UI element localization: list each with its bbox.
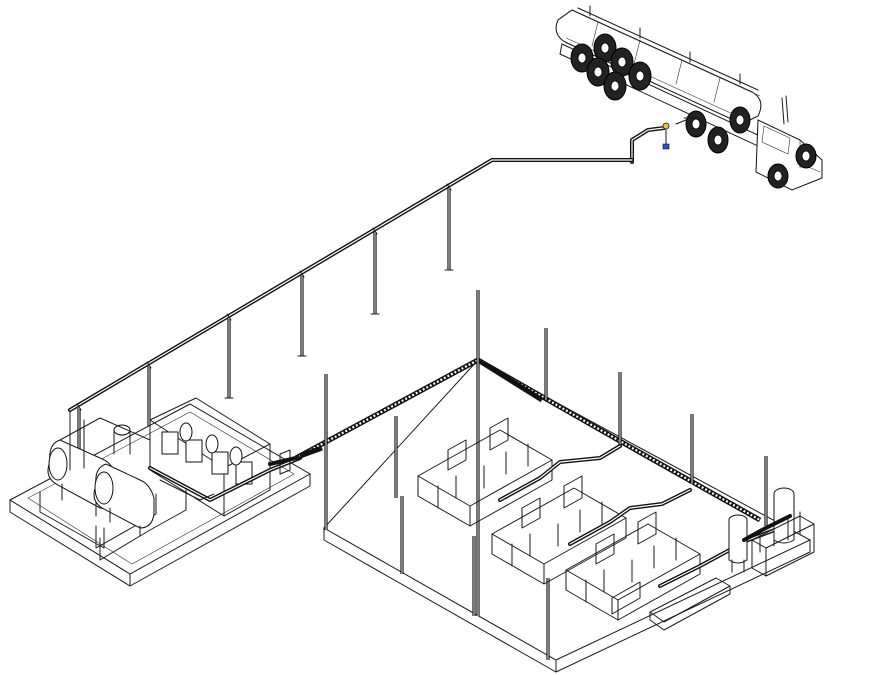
building-columns [324,290,768,660]
storage-tank-icon [93,463,155,537]
pipe-support [444,188,454,271]
tanker-rear-wheels [570,33,652,101]
tanker-mid-wheels [685,106,751,154]
manifold-skid [742,511,815,577]
storage-tank-pad [8,403,312,587]
pipe-support [297,275,307,357]
pump-station [148,397,302,517]
pipe-support [370,232,380,315]
transfer-pipeline [68,158,634,412]
tanker-cab [755,95,823,191]
equipment-unit [565,511,701,621]
equipment-unit [491,475,692,585]
pump-icon [161,422,253,485]
equipment-unit [417,417,622,527]
main-building-slab [294,290,815,673]
valve-icon [662,122,670,130]
vertical-tank [728,514,748,573]
pipe-supports [77,188,454,452]
valve-blue-icon [662,143,670,150]
tanker-truck [555,5,823,191]
building-feed-pipe [268,456,298,466]
pipe-support [224,318,234,399]
unloading-connection [630,117,701,164]
